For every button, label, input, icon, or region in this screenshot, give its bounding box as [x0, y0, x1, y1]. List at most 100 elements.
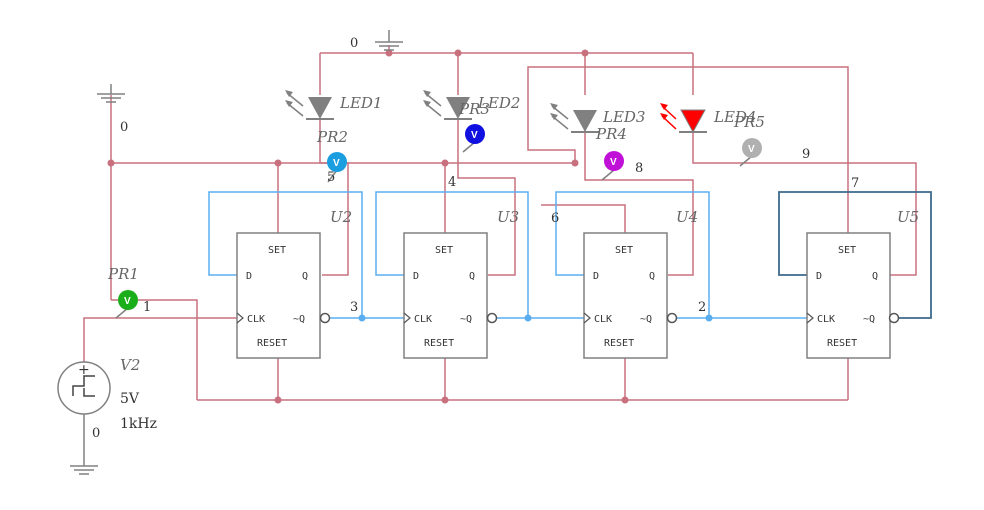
- net-label-0-source: 0: [92, 426, 100, 441]
- u5-ref: U5: [897, 208, 919, 226]
- net-label-2: 2: [698, 300, 706, 315]
- probe-pr1[interactable]: V PR1: [107, 265, 139, 319]
- svg-text:D: D: [246, 271, 252, 282]
- svg-text:SET: SET: [838, 245, 856, 256]
- led1[interactable]: LED1: [285, 90, 382, 120]
- svg-text:D: D: [413, 271, 419, 282]
- svg-text:V: V: [471, 130, 478, 141]
- ground-source[interactable]: [70, 414, 98, 475]
- junction-dot: [441, 396, 449, 404]
- inverter-bubble: [319, 312, 331, 324]
- junction-dot: [441, 159, 449, 167]
- svg-text:RESET: RESET: [827, 338, 857, 349]
- svg-text:D: D: [816, 271, 822, 282]
- svg-text:V: V: [610, 157, 617, 168]
- u3-feedback-wire[interactable]: [375, 191, 529, 318]
- net8-wire[interactable]: [584, 120, 694, 276]
- clock-edge-icon: [403, 312, 411, 324]
- junction-dot: [524, 314, 532, 322]
- probe-pr4[interactable]: V PR4: [595, 125, 627, 181]
- probe-pr2[interactable]: V PR2: [316, 128, 348, 183]
- clock-src-wire[interactable]: [83, 317, 197, 362]
- led3[interactable]: LED3: [550, 103, 645, 133]
- net1-wire[interactable]: [111, 299, 198, 400]
- svg-text:CLK: CLK: [817, 314, 835, 325]
- pr1-ref: PR1: [107, 265, 139, 283]
- net-label-0-left: 0: [120, 120, 128, 135]
- net-label-9: 9: [802, 147, 810, 162]
- clock-wires: [208, 191, 932, 322]
- flipflop-u5[interactable]: SET D Q CLK ~Q RESET U5: [806, 208, 919, 359]
- led2-label: LED2: [477, 94, 520, 112]
- ground-top[interactable]: [375, 30, 403, 51]
- flipflop-u2[interactable]: SET D Q CLK ~Q RESET U2: [236, 208, 352, 359]
- net-labels: 0 0 0 1 2 3 4 5 6 7 8 9: [92, 36, 859, 441]
- svg-text:Q: Q: [469, 271, 475, 282]
- flipflop-u4[interactable]: SET D Q CLK ~Q RESET U4: [583, 208, 698, 359]
- source-ref: V2: [120, 356, 140, 374]
- svg-text:SET: SET: [268, 245, 286, 256]
- net-label-7: 7: [851, 176, 859, 191]
- pr4-ref: PR4: [595, 125, 627, 143]
- inverter-bubble: [486, 312, 498, 324]
- u4-ref: U4: [676, 208, 698, 226]
- net-label-8: 8: [635, 161, 643, 176]
- u2-feedback-wire[interactable]: [208, 191, 363, 318]
- inverter-bubble: [666, 312, 678, 324]
- led1-label: LED1: [339, 94, 382, 112]
- svg-text:RESET: RESET: [604, 338, 634, 349]
- source-voltage: 5V: [120, 391, 140, 407]
- junction-dot: [705, 314, 713, 322]
- svg-text:CLK: CLK: [414, 314, 432, 325]
- led4-label: LED4: [713, 108, 756, 126]
- ground-left[interactable]: [97, 84, 125, 103]
- u3-ref: U3: [497, 208, 519, 226]
- junction-dot: [107, 159, 115, 167]
- junction-dot: [274, 396, 282, 404]
- svg-text:V: V: [333, 158, 340, 169]
- svg-text:CLK: CLK: [594, 314, 612, 325]
- net-label-1: 1: [143, 300, 151, 315]
- net5-wire[interactable]: [319, 120, 349, 276]
- net-label-5: 5: [327, 170, 335, 185]
- svg-text:Q: Q: [649, 271, 655, 282]
- u4-feedback-wire[interactable]: [555, 191, 710, 318]
- net9-wire[interactable]: [692, 120, 917, 276]
- net-label-6: 6: [551, 211, 559, 226]
- svg-text:~Q: ~Q: [640, 314, 652, 325]
- net4-wire[interactable]: [457, 120, 516, 276]
- clock-source-v2[interactable]: + V2 5V 1kHz: [57, 356, 157, 432]
- led2[interactable]: LED2: [423, 90, 520, 120]
- junction-dot: [454, 49, 462, 57]
- svg-text:~Q: ~Q: [293, 314, 305, 325]
- svg-text:D: D: [593, 271, 599, 282]
- source-frequency: 1kHz: [120, 416, 157, 432]
- svg-text:RESET: RESET: [424, 338, 454, 349]
- svg-text:Q: Q: [872, 271, 878, 282]
- svg-text:RESET: RESET: [257, 338, 287, 349]
- net-label-4: 4: [448, 175, 456, 190]
- u5-set-wire[interactable]: [527, 66, 849, 233]
- svg-text:V: V: [124, 296, 131, 307]
- junction-dot: [581, 49, 589, 57]
- clock-edge-icon: [806, 312, 814, 324]
- u5-feedback-wire[interactable]: [778, 191, 932, 319]
- svg-text:~Q: ~Q: [460, 314, 472, 325]
- probe-pr3[interactable]: V PR3: [458, 100, 490, 153]
- net-label-0-top: 0: [350, 36, 358, 51]
- svg-text:SET: SET: [435, 245, 453, 256]
- svg-text:CLK: CLK: [247, 314, 265, 325]
- svg-text:Q: Q: [302, 271, 308, 282]
- inverter-bubble: [888, 312, 900, 324]
- junction-dot: [358, 314, 366, 322]
- flipflop-u3[interactable]: SET D Q CLK ~Q RESET U3: [403, 208, 519, 359]
- led4[interactable]: LED4: [660, 103, 756, 134]
- probe-pr5[interactable]: V PR5: [733, 113, 765, 167]
- clock-edge-icon: [236, 312, 244, 324]
- net6-wire[interactable]: [541, 204, 626, 233]
- junction-dot: [621, 396, 629, 404]
- svg-text:V: V: [748, 144, 755, 155]
- wires: [83, 45, 917, 404]
- junction-dot: [571, 159, 579, 167]
